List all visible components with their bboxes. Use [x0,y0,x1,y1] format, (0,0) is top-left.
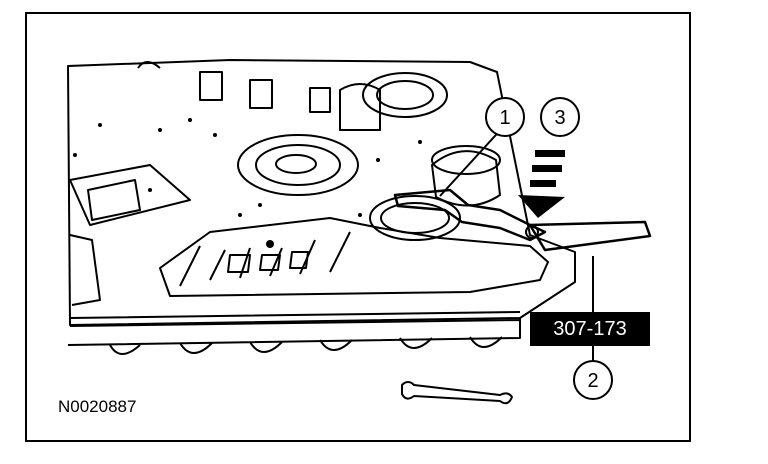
lower-bosses [109,336,503,355]
tool-number-label: 307-173 [530,312,650,346]
front-plate-ribs [179,231,351,287]
spring-clip [401,381,513,405]
center-boss-inner [275,154,317,174]
tool-pivot [525,225,539,239]
front-seal-outer [369,195,461,241]
tool-handle [528,220,652,252]
left-recess [69,234,101,306]
right-cylinder [431,150,501,207]
center-boss-outer [237,134,359,196]
front-plate-slots [227,251,309,273]
valve-body-outline [67,59,576,326]
lower-plate [67,311,521,346]
center-boss-mid [255,144,341,186]
upper-boss-outer [362,72,448,118]
callout-3-label: 3 [554,107,565,129]
upper-housing [137,61,381,131]
callout-2-label: 2 [587,370,598,392]
left-block [87,179,141,221]
direction-arrow [518,150,565,218]
front-plate [159,217,549,297]
callout-circle-1 [485,97,525,137]
figure-id-label: N0020887 [58,397,137,416]
leader-1 [439,124,506,197]
left-bracket [69,164,191,226]
surface-details [73,118,422,248]
callout-1-label: 1 [499,107,510,129]
upper-boss-inner [376,80,434,110]
front-seal-inner [380,202,450,234]
callout-circle-3 [540,97,580,137]
callout-circle-2 [573,360,613,400]
